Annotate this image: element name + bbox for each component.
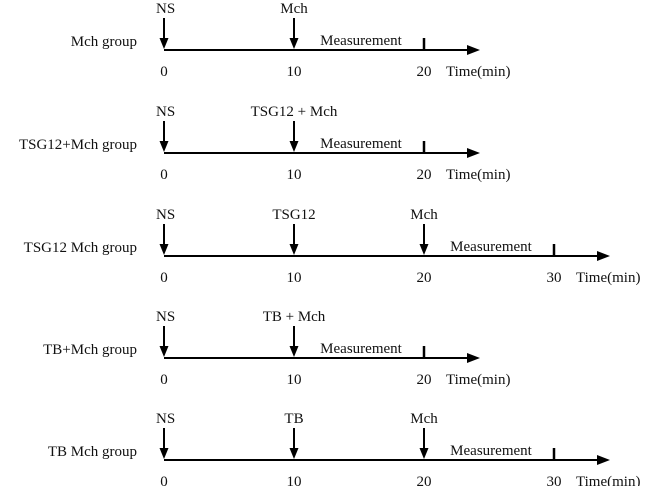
tick-label: 20 — [417, 372, 432, 388]
tick-label: 0 — [160, 372, 168, 388]
event-label: NS — [156, 207, 175, 223]
timeline-group: TB Mch group 0 10 20 30 Time(min) NS TB MchMeasu… — [48, 411, 641, 486]
event-label: NS — [156, 309, 175, 325]
time-unit-label: Time(min) — [576, 270, 640, 286]
event-label: Mch — [410, 411, 438, 427]
group-label: TSG12 Mch group — [24, 240, 137, 256]
axis-arrowhead — [467, 45, 480, 55]
time-unit-label: Time(min) — [446, 64, 510, 80]
axis-arrowhead — [467, 353, 480, 363]
event-label: TSG12 + Mch — [251, 104, 338, 120]
timeline-group: TB+Mch group 0 10 20 Time(min) NS TB + MchMeas… — [43, 309, 510, 388]
event-label: TB + Mch — [263, 309, 326, 325]
tick-label: 10 — [287, 167, 302, 183]
down-arrow-icon — [159, 141, 169, 152]
axis-arrowhead — [597, 455, 610, 465]
event-label: NS — [156, 411, 175, 427]
event-label: NS — [156, 104, 175, 120]
axis-arrowhead — [597, 251, 610, 261]
tick-label: 30 — [547, 474, 562, 486]
down-arrow-icon — [159, 448, 169, 459]
tick-label: 10 — [287, 372, 302, 388]
event-label: NS — [156, 1, 175, 17]
group-label: TB Mch group — [48, 444, 137, 460]
down-arrow-icon — [289, 448, 299, 459]
tick-label: 0 — [160, 474, 168, 486]
measurement-label: Measurement — [450, 443, 532, 459]
event-label: TB — [284, 411, 303, 427]
down-arrow-icon — [289, 141, 299, 152]
measurement-label: Measurement — [320, 33, 402, 49]
group-label: TSG12+Mch group — [19, 137, 137, 153]
down-arrow-icon — [289, 38, 299, 49]
down-arrow-icon — [419, 244, 429, 255]
down-arrow-icon — [419, 448, 429, 459]
time-unit-label: Time(min) — [446, 372, 510, 388]
tick-label: 0 — [160, 64, 168, 80]
event-label: Mch — [410, 207, 438, 223]
measurement-label: Measurement — [320, 136, 402, 152]
measurement-label: Measurement — [320, 341, 402, 357]
tick-label: 20 — [417, 270, 432, 286]
time-unit-label: Time(min) — [446, 167, 510, 183]
tick-label: 10 — [287, 270, 302, 286]
axis-arrowhead — [467, 148, 480, 158]
group-label: TB+Mch group — [43, 342, 137, 358]
down-arrow-icon — [159, 346, 169, 357]
event-label: TSG12 — [272, 207, 315, 223]
time-unit-label: Time(min) — [576, 474, 640, 486]
tick-label: 0 — [160, 270, 168, 286]
tick-label: 10 — [287, 64, 302, 80]
tick-label: 30 — [547, 270, 562, 286]
down-arrow-icon — [159, 244, 169, 255]
group-label: Mch group — [71, 34, 137, 50]
event-label: Mch — [280, 1, 308, 17]
tick-label: 20 — [417, 64, 432, 80]
timeline-group: TSG12+Mch group 0 10 20 Time(min) NS TSG12 + M… — [19, 104, 511, 183]
tick-label: 20 — [417, 167, 432, 183]
down-arrow-icon — [289, 244, 299, 255]
tick-label: 10 — [287, 474, 302, 486]
down-arrow-icon — [159, 38, 169, 49]
timeline-group: TSG12 Mch group 0 10 20 30 Time(min) NS TSG12 Mc… — [24, 207, 641, 286]
tick-label: 0 — [160, 167, 168, 183]
down-arrow-icon — [289, 346, 299, 357]
measurement-label: Measurement — [450, 239, 532, 255]
tick-label: 20 — [417, 474, 432, 486]
